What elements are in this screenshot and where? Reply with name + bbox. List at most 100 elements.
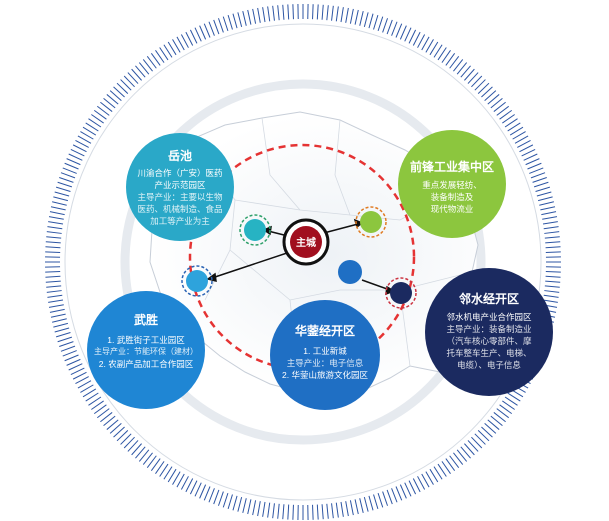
- ring-tick: [222, 492, 229, 508]
- center-label: 主城: [296, 236, 316, 249]
- ring-tick: [237, 12, 243, 27]
- ring-tick: [53, 196, 68, 202]
- ring-tick: [408, 480, 417, 495]
- ring-tick: [60, 345, 76, 352]
- ring-tick: [539, 201, 554, 206]
- ring-tick: [167, 468, 177, 483]
- ring-tick: [477, 82, 490, 94]
- ring-tick: [368, 495, 374, 511]
- arrow-to-west-node: [211, 251, 291, 279]
- ring-tick: [493, 412, 506, 423]
- outer-thin-ring: [64, 23, 542, 501]
- zone-linshui-line: 托车整车生产、电梯、: [446, 348, 532, 358]
- ring-tick: [487, 94, 500, 105]
- ring-tick: [525, 158, 540, 166]
- ring-tick: [85, 392, 99, 402]
- ring-tick: [437, 47, 447, 61]
- ring-tick: [542, 216, 558, 220]
- ring-tick: [54, 327, 70, 333]
- zone-linshui: 邻水经开区 邻水机电产业合作园区 主导产业：装备制造业 （汽车核心零部件、摩 托…: [425, 268, 553, 396]
- ring-tick: [100, 101, 113, 112]
- ring-tick: [544, 231, 560, 234]
- ring-tick: [368, 13, 374, 29]
- node-green-ring: [355, 206, 387, 238]
- ring-tick: [412, 31, 421, 46]
- ring-tick: [272, 503, 275, 519]
- ring-tick: [453, 59, 464, 72]
- ring-tick: [542, 299, 558, 303]
- ring-tick: [142, 452, 153, 465]
- ring-tick: [530, 172, 546, 179]
- ring-tick: [545, 246, 561, 249]
- ring-tick: [46, 236, 62, 239]
- ring-tick: [536, 191, 552, 197]
- zone-qianfeng-line: 重点发展轻纺、: [422, 180, 482, 190]
- ring-tick: [131, 68, 142, 81]
- ring-tick: [493, 101, 506, 112]
- ring-tick: [412, 478, 421, 493]
- zone-huaying: 华蓥经开区 1. 工业新城 主导产业：电子信息 2. 华蓥山旅游文化园区: [270, 300, 380, 410]
- ring-tick: [429, 468, 439, 483]
- ring-tick: [373, 494, 379, 510]
- ring-tick: [185, 31, 194, 46]
- ring-tick: [232, 495, 238, 511]
- ring-tick: [425, 471, 434, 485]
- ring-tick: [507, 122, 521, 132]
- ring-tick: [45, 275, 61, 278]
- ring-tick: [62, 350, 77, 357]
- zone-yuechi-line: 产业示范园区: [154, 180, 206, 190]
- zone-qianfeng: 前锋工业集中区 重点发展轻纺、 装备制造及 现代物流业: [398, 130, 506, 238]
- ring-tick: [331, 5, 334, 21]
- ring-tick: [496, 408, 510, 419]
- ring-tick: [467, 440, 479, 452]
- ring-tick: [82, 126, 97, 136]
- ring-tick: [247, 9, 252, 25]
- ring-tick: [189, 29, 198, 44]
- zone-wusheng: 武胜 1. 武胜街子工业园区 主导产业：节能环保（建材） 2. 农副产品加工合作…: [87, 291, 205, 409]
- ring-tick: [203, 23, 211, 38]
- ring-tick: [217, 491, 224, 506]
- ring-tick: [123, 436, 135, 449]
- ring-tick: [464, 443, 475, 456]
- ring-tick: [429, 41, 439, 56]
- ring-tick: [386, 489, 393, 505]
- ring-tick: [68, 153, 83, 161]
- ring-tick: [262, 501, 266, 517]
- ring-tick: [159, 47, 169, 61]
- ring-tick: [163, 44, 173, 58]
- ring-tick: [272, 5, 275, 21]
- ring-tick: [113, 86, 125, 98]
- ring-tick: [62, 167, 77, 174]
- ring-tick: [66, 358, 81, 366]
- ring-tick: [460, 65, 471, 78]
- ring-tick: [490, 415, 503, 427]
- ring-tick: [227, 494, 233, 510]
- ring-tick: [72, 144, 87, 153]
- ring-tick: [359, 498, 364, 513]
- ring-tick: [474, 79, 486, 91]
- ring-tick: [57, 181, 73, 188]
- ring-tick: [504, 118, 518, 128]
- ring-tick: [382, 491, 389, 506]
- ring-tick: [481, 426, 493, 438]
- ring-tick: [321, 504, 324, 520]
- ring-tick: [150, 52, 161, 66]
- ring-tick: [262, 7, 266, 23]
- ring-tick: [529, 167, 544, 174]
- zone-linshui-line: 主导产业：装备制造业: [446, 324, 532, 334]
- ring-tick: [502, 400, 515, 410]
- ring-tick: [487, 419, 500, 430]
- ring-tick: [349, 500, 354, 516]
- ring-tick: [68, 363, 83, 371]
- ring-tick: [48, 299, 64, 303]
- ring-tick: [59, 341, 74, 348]
- zone-huaying-line: 2. 华蓥山旅游文化园区: [282, 370, 368, 380]
- ring-tick: [59, 176, 74, 183]
- ring-tick: [316, 504, 319, 520]
- ring-tick: [490, 97, 503, 109]
- ring-tick: [180, 34, 189, 48]
- ring-tick: [326, 503, 329, 519]
- ring-tick: [49, 308, 65, 313]
- ring-tick: [100, 412, 113, 423]
- ring-tick: [45, 271, 61, 273]
